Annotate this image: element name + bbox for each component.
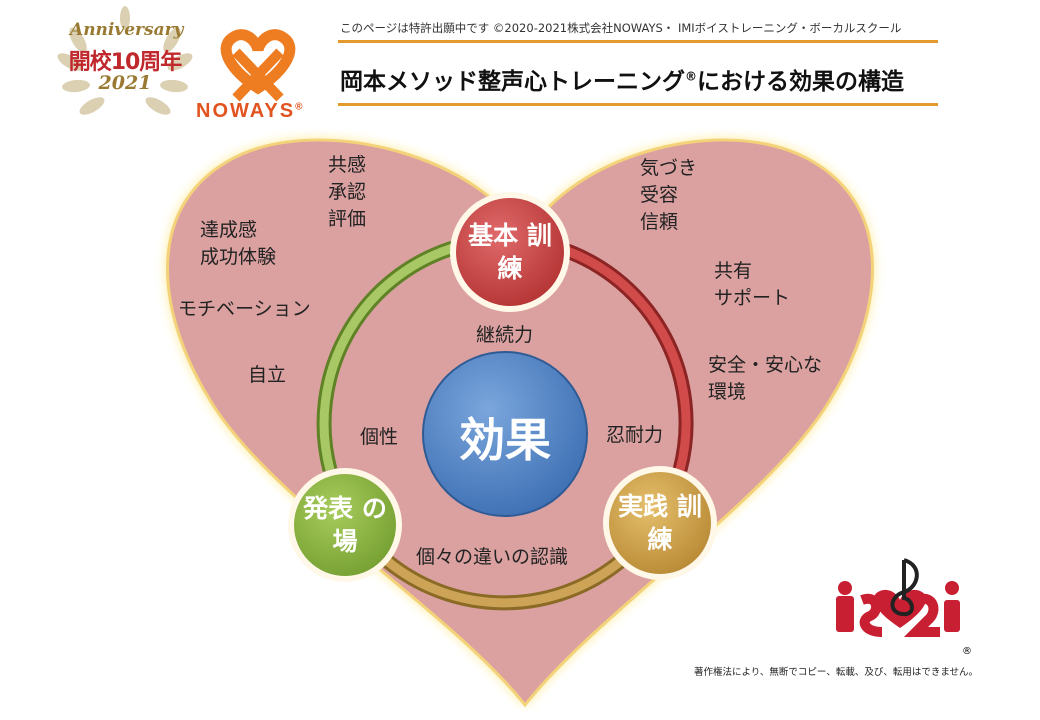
laurel-icon xyxy=(57,6,193,115)
page-title-main: 岡本メソッド整声心トレーニング xyxy=(340,69,685,95)
practice-training-label: 実践 訓練 xyxy=(618,492,702,554)
link-label-difference-awareness: 個々の違いの認識 xyxy=(416,546,569,568)
label-empathy: 共感 承認 評価 xyxy=(328,154,367,230)
label-motivation: モチベーション xyxy=(178,298,311,320)
basic-training-label: 基本 訓練 xyxy=(468,221,552,283)
presentation-label: 発表 の場 xyxy=(303,494,387,556)
patent-notice: このページは特許出願中です ©2020-2021株式会社NOWAYS・ IMIボ… xyxy=(340,21,902,35)
link-label-individuality: 個性 xyxy=(360,426,399,448)
anniversary-label: Anniversary xyxy=(70,20,184,40)
link-label-continuity: 継続力 xyxy=(476,324,534,346)
basic-training-node-core xyxy=(456,198,564,306)
imi-mark: ® xyxy=(962,646,972,657)
center-label: 効果 xyxy=(459,413,551,467)
imi-logo-icon xyxy=(836,558,960,637)
anniversary-year: 2021 xyxy=(98,72,152,94)
presentation-node-core xyxy=(294,474,396,576)
page-title: 岡本メソッド整声心トレーニング®における効果の構造 xyxy=(340,62,904,96)
label-achievement: 達成感 成功体験 xyxy=(200,219,277,268)
brand-name: NOWAYS® xyxy=(196,100,302,123)
label-awareness: 気づき 受容 信頼 xyxy=(640,157,698,233)
header-rule-bottom xyxy=(338,103,938,106)
link-label-patience: 忍耐力 xyxy=(606,424,664,446)
page-title-suffix: における効果の構造 xyxy=(697,69,904,95)
label-sharing: 共有 サポート xyxy=(714,260,791,309)
brand-mark: ® xyxy=(295,101,303,113)
header-rule-top xyxy=(338,40,938,43)
arc-presentation-to-basic-inner xyxy=(319,241,462,472)
noways-logo-icon xyxy=(220,29,296,102)
arc-basic-to-practice-inner xyxy=(550,241,691,472)
anniversary-title: 開校10周年 xyxy=(68,50,183,75)
label-independence: 自立 xyxy=(248,364,287,386)
practice-training-node-core xyxy=(609,472,711,574)
brand-name-text: NOWAYS xyxy=(196,100,296,122)
label-safety: 安全・安心な 環境 xyxy=(708,354,823,403)
copyright-notice: 著作権法により、無断でコピー、転載、及び、転用はできません。 xyxy=(694,667,979,678)
arc-practice-to-presentation-inner xyxy=(383,556,625,608)
center-node xyxy=(422,351,588,517)
page-title-mark: ® xyxy=(685,69,697,84)
